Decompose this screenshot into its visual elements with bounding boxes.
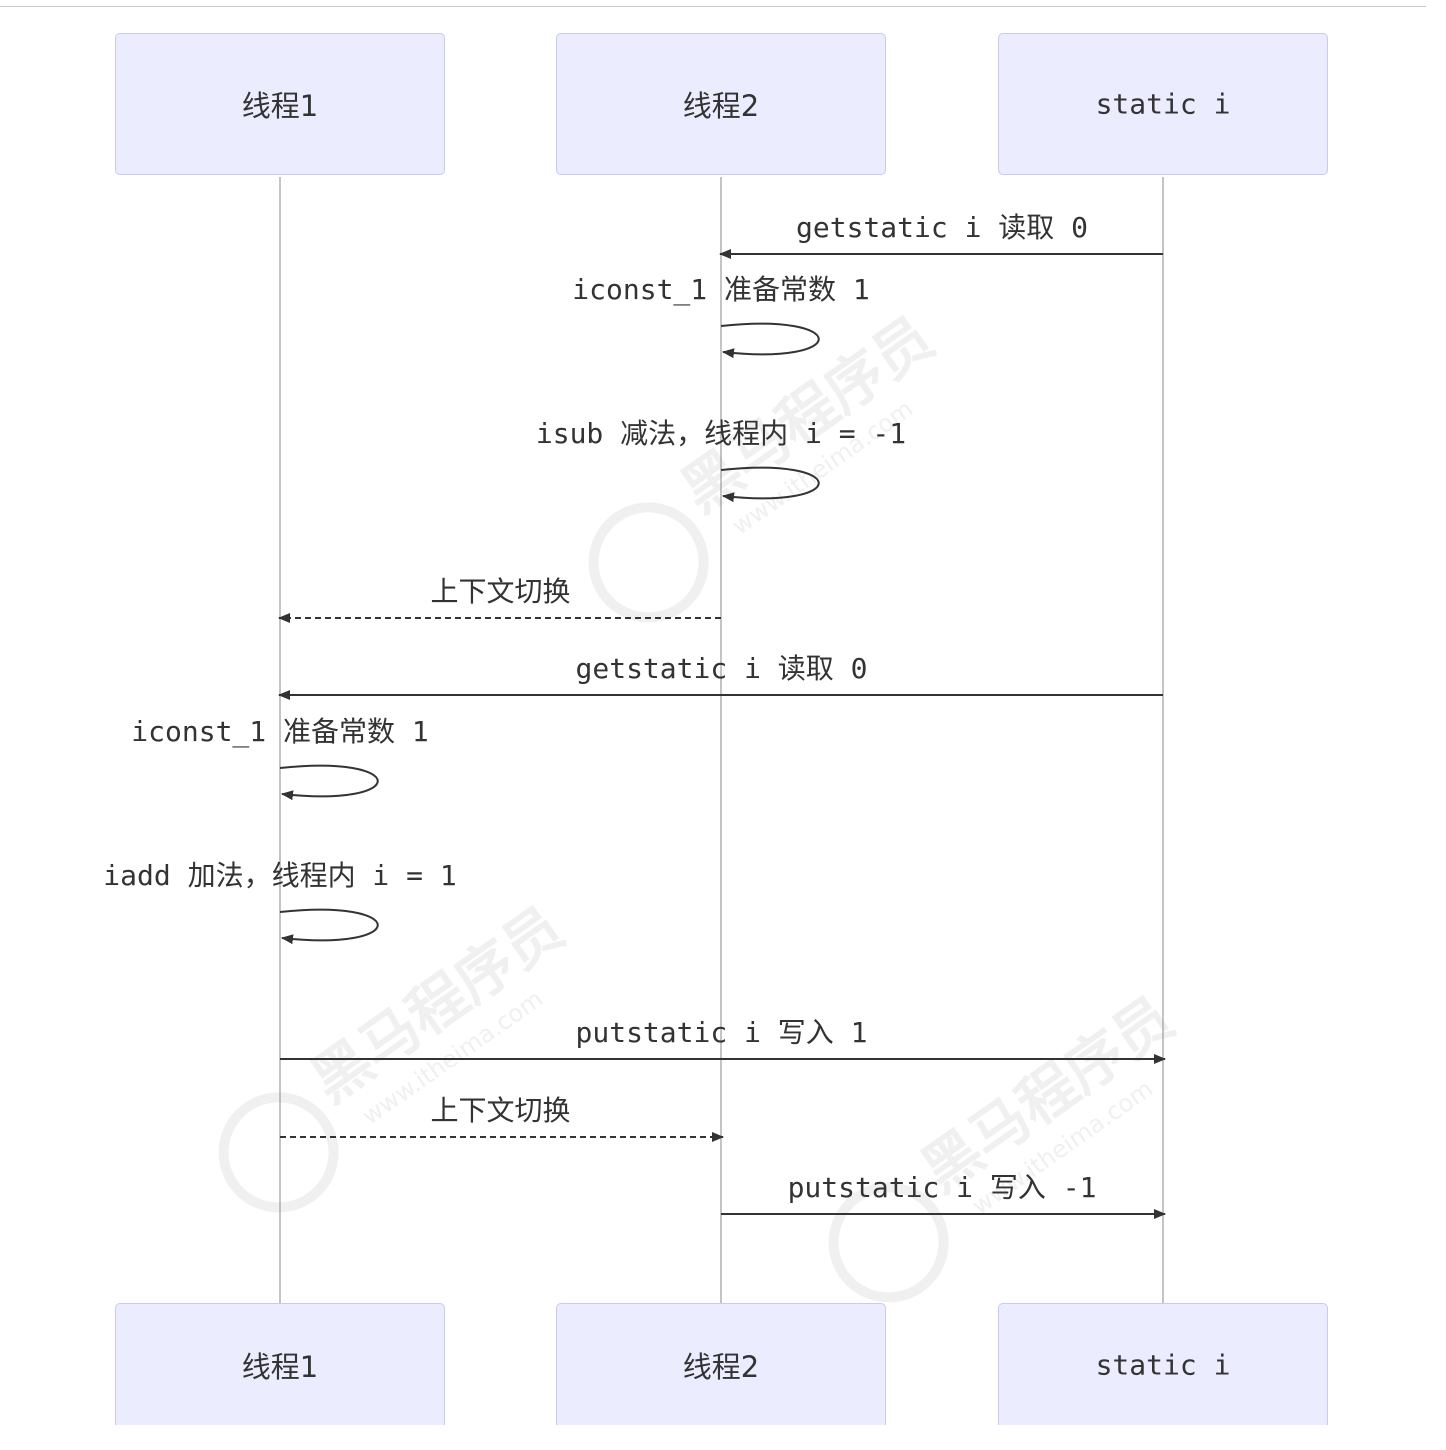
self-message-arrow (279, 764, 379, 801)
lifelines (279, 177, 1164, 1303)
message-label: iconst_1 准备常数 1 (572, 273, 870, 306)
actor-box-top-t2: 线程2 (556, 33, 886, 175)
actor-box-top-t1: 线程1 (115, 33, 445, 175)
message-label: getstatic i 读取 0 (795, 211, 1089, 244)
message-label: putstatic i 写入 1 (575, 1016, 868, 1049)
message-label: iconst_1 准备常数 1 (131, 715, 429, 748)
actor-label: 线程1 (241, 1349, 319, 1384)
actor-label: 线程2 (682, 1349, 760, 1384)
actor-label: 线程1 (241, 89, 319, 123)
message-label: iadd 加法，线程内 i = 1 (103, 859, 457, 892)
actor-box-top-si: static i (998, 33, 1328, 175)
message-label: putstatic i 写入 -1 (787, 1171, 1097, 1204)
top-border (0, 6, 1426, 7)
actor-label: static i (1095, 87, 1231, 121)
self-message-arrow (279, 908, 379, 945)
message-arrows (278, 249, 1166, 1219)
actor-label: 线程2 (682, 89, 760, 123)
actor-box-bottom-t2: 线程2 (556, 1303, 886, 1425)
message-label: getstatic i 读取 0 (575, 652, 868, 685)
actor-label: static i (1095, 1348, 1231, 1381)
message-label: 上下文切换 (430, 1094, 571, 1127)
message-label: isub 减法，线程内 i = -1 (535, 417, 907, 450)
actor-box-bottom-t1: 线程1 (115, 1303, 445, 1425)
self-message-arrow (720, 466, 820, 503)
actor-box-bottom-si: static i (998, 1303, 1328, 1425)
self-message-arrow (720, 322, 820, 359)
message-label: 上下文切换 (430, 575, 571, 608)
